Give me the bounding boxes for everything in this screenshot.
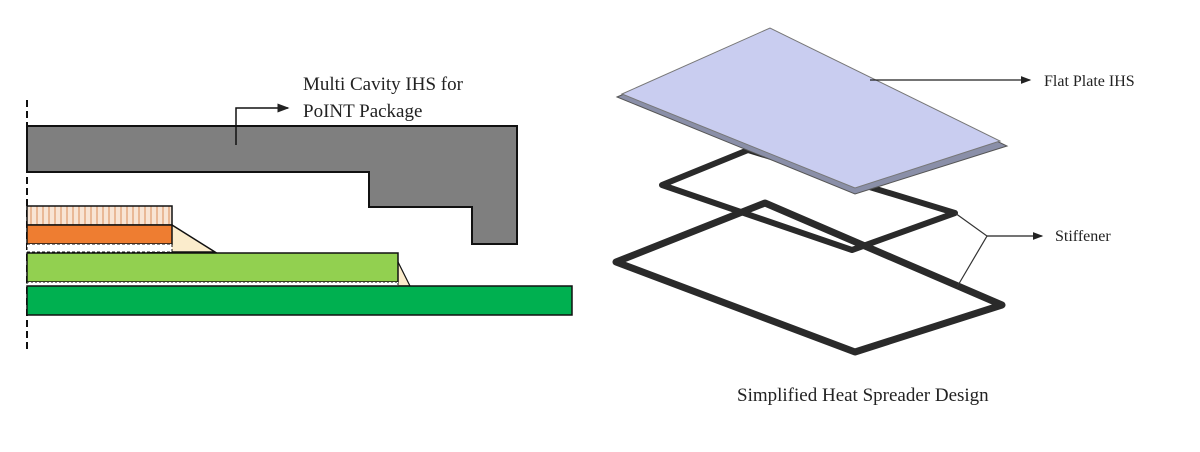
ihs-label-line1: Multi Cavity IHS for <box>303 74 464 95</box>
stiffener-label: Stiffener <box>1055 228 1111 245</box>
die-top-layer <box>26 205 173 226</box>
exploded-view-diagram: Flat Plate IHS Stiffener Simplified Heat… <box>612 27 1135 406</box>
flat-plate-ihs <box>620 27 1002 189</box>
die-bumps <box>26 243 173 253</box>
interposer <box>26 252 399 283</box>
substrate <box>26 285 573 316</box>
ihs-label-line2: PoINT Package <box>303 101 422 122</box>
die <box>26 224 173 245</box>
stiffener-bottom <box>612 199 1006 356</box>
caption: Simplified Heat Spreader Design <box>737 385 989 406</box>
flat-plate-label: Flat Plate IHS <box>1044 73 1135 90</box>
cross-section-diagram: Multi Cavity IHS for PoINT Package <box>26 74 573 350</box>
stiffener-bracket <box>954 212 988 288</box>
ihs-label-arrow <box>235 103 290 145</box>
multi-cavity-ihs <box>26 125 518 245</box>
